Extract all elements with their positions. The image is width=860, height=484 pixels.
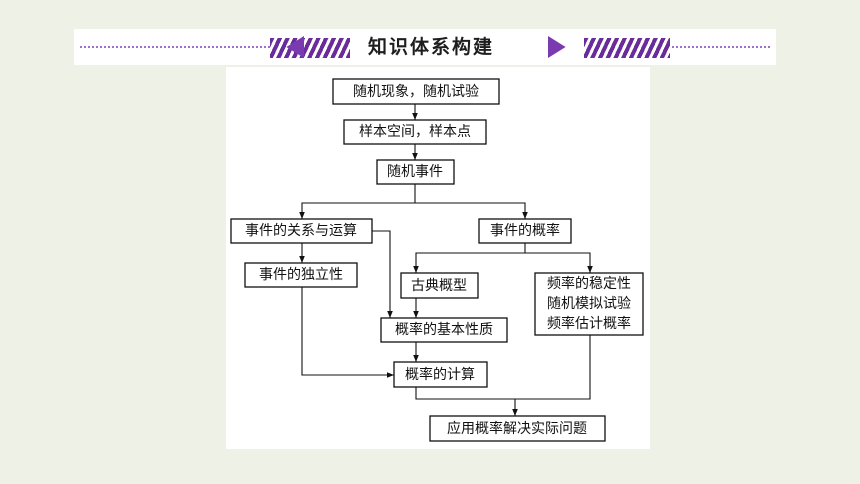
- node-random-phenomenon: 随机现象，随机试验: [332, 78, 500, 105]
- node-random-event: 随机事件: [376, 159, 455, 185]
- banner-dotted-line-left: [80, 46, 270, 48]
- edge-relations-to-properties: [372, 230, 393, 318]
- node-basic-properties: 概率的基本性质: [380, 317, 508, 343]
- edge-calc-to-application: [415, 387, 518, 416]
- flowchart-edges: [299, 104, 593, 416]
- node-event-relations-label: 事件的关系与运算: [245, 223, 357, 239]
- node-frequency-line-1: 频率的稳定性: [547, 275, 631, 292]
- section-banner: 知识体系构建: [74, 29, 776, 65]
- edge-probability-to-frequency: [525, 252, 593, 273]
- node-frequency: 频率的稳定性 随机模拟试验 频率估计概率: [534, 272, 644, 336]
- banner-title: 知识体系构建: [367, 36, 494, 58]
- node-independence-label: 事件的独立性: [259, 267, 343, 283]
- node-random-event-label: 随机事件: [387, 164, 443, 180]
- edge-event-to-probability: [415, 202, 528, 219]
- node-classical-model-label: 古典概型: [411, 278, 467, 294]
- banner-dotted-line-right: [672, 46, 770, 48]
- node-basic-properties-label: 概率的基本性质: [395, 321, 493, 338]
- edge-event-split: [299, 184, 416, 219]
- node-probability-calc-label: 概率的计算: [405, 366, 475, 383]
- node-sample-space-label: 样本空间，样本点: [359, 124, 471, 140]
- node-probability-calc: 概率的计算: [393, 361, 488, 388]
- diagram-panel: 随机现象，随机试验 样本空间，样本点 随机事件 事件的关系与运算 事件的概率 事…: [226, 67, 650, 449]
- node-sample-space: 样本空间，样本点: [343, 119, 487, 145]
- node-classical-model: 古典概型: [400, 272, 479, 299]
- banner-stripes-right: [584, 38, 670, 58]
- banner-arrow-right-icon: [548, 36, 566, 58]
- node-application: 应用概率解决实际问题: [429, 415, 606, 442]
- node-frequency-line-2: 随机模拟试验: [547, 296, 631, 312]
- node-application-label: 应用概率解决实际问题: [447, 420, 587, 437]
- node-random-phenomenon-label: 随机现象，随机试验: [353, 84, 479, 100]
- node-event-probability: 事件的概率: [478, 218, 572, 244]
- node-frequency-line-3: 频率估计概率: [547, 315, 631, 332]
- banner-stripes-left: [270, 38, 350, 58]
- node-event-relations: 事件的关系与运算: [230, 218, 373, 244]
- edge-probability-to-classical: [413, 243, 526, 273]
- node-independence: 事件的独立性: [244, 262, 358, 288]
- edge-independence-to-calc: [301, 287, 394, 378]
- node-event-probability-label: 事件的概率: [490, 222, 560, 239]
- knowledge-flowchart: 随机现象，随机试验 样本空间，样本点 随机事件 事件的关系与运算 事件的概率 事…: [230, 78, 644, 442]
- edge-frequency-to-application: [515, 335, 591, 400]
